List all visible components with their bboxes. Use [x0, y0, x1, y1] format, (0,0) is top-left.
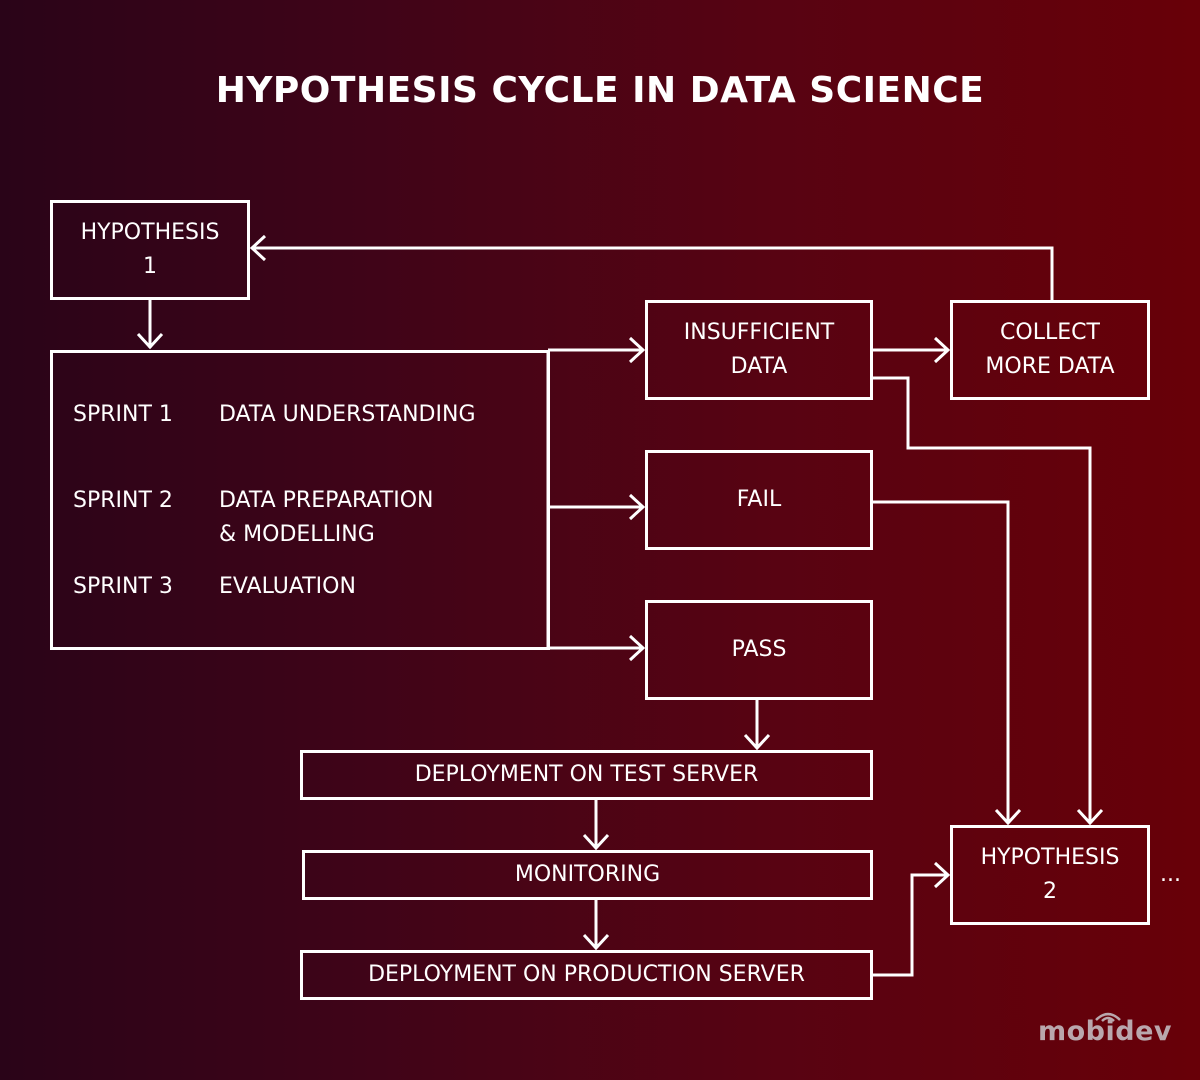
connector-collect-to-h1 [252, 246, 1054, 300]
arrowhead [582, 833, 610, 851]
sprint-label: SPRINT 2 [73, 488, 173, 513]
pass-box: PASS [645, 600, 873, 700]
monitoring-box: MONITORING [302, 850, 873, 900]
hypothesis-2-label: HYPOTHESIS [980, 845, 1120, 870]
connector-prod-to-h2 [873, 873, 948, 977]
insufficient-data-line-1: INSUFFICIENT [683, 320, 835, 345]
arrowhead [994, 808, 1022, 826]
sprint-task: EVALUATION [219, 574, 356, 599]
hypothesis-1-box: HYPOTHESIS 1 [50, 200, 250, 300]
arrowhead [933, 336, 951, 364]
arrowhead [628, 336, 646, 364]
sprint-label: SPRINT 1 [73, 402, 173, 427]
continuation-ellipsis: ... [1160, 862, 1181, 887]
arrowhead [628, 634, 646, 662]
diagram-title: HYPOTHESIS CYCLE IN DATA SCIENCE [215, 70, 985, 111]
connector-insufficient-to-h2 [873, 376, 1092, 823]
arrowhead [1076, 808, 1104, 826]
hypothesis-1-number: 1 [143, 254, 157, 279]
arrowhead [933, 861, 951, 889]
collect-more-data-line-2: MORE DATA [985, 354, 1115, 379]
monitoring-label: MONITORING [514, 862, 661, 887]
hypothesis-1-label: HYPOTHESIS [80, 220, 220, 245]
deployment-test-box: DEPLOYMENT ON TEST SERVER [300, 750, 873, 800]
sprint-task: & MODELLING [219, 522, 375, 547]
arrowhead [743, 733, 771, 751]
deployment-production-label: DEPLOYMENT ON PRODUCTION SERVER [368, 962, 805, 987]
deployment-production-box: DEPLOYMENT ON PRODUCTION SERVER [300, 950, 873, 1000]
arrowhead [249, 234, 267, 262]
insufficient-data-box: INSUFFICIENT DATA [645, 300, 873, 400]
logo-signal-icon [1095, 1012, 1121, 1022]
arrowhead [136, 332, 164, 350]
deployment-test-label: DEPLOYMENT ON TEST SERVER [414, 762, 759, 787]
hypothesis-2-box: HYPOTHESIS 2 [950, 825, 1150, 925]
insufficient-data-line-2: DATA [730, 354, 788, 379]
sprint-task: DATA PREPARATION [219, 488, 434, 513]
brand-logo: mobidev [1038, 1016, 1173, 1047]
connector-fail-to-h2 [873, 500, 1010, 823]
fail-box: FAIL [645, 450, 873, 550]
sprints-box: SPRINT 1 DATA UNDERSTANDING SPRINT 2 DAT… [50, 350, 550, 650]
collect-more-data-line-1: COLLECT [1000, 320, 1100, 345]
pass-label: PASS [731, 637, 787, 662]
sprint-label: SPRINT 3 [73, 574, 173, 599]
hypothesis-2-number: 2 [1043, 879, 1057, 904]
fail-label: FAIL [736, 487, 782, 512]
sprint-task: DATA UNDERSTANDING [219, 402, 476, 427]
collect-more-data-box: COLLECT MORE DATA [950, 300, 1150, 400]
arrowhead [628, 493, 646, 521]
arrowhead [582, 933, 610, 951]
